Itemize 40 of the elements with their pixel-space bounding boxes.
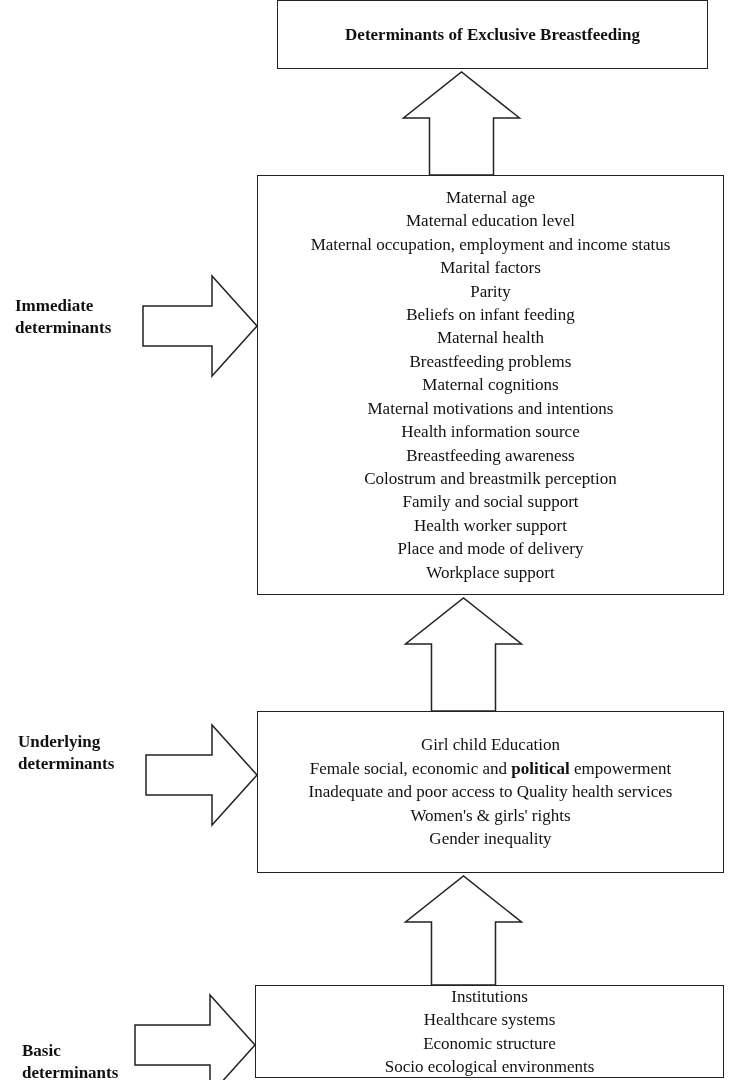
factor-text: Breastfeeding problems [409,350,572,373]
factor-text: Female social, economic and political empowerment [309,757,672,780]
block-arrow [145,723,258,827]
level-label: Immediate determinants [15,295,113,339]
factor-text: Beliefs on infant feeding [406,304,575,327]
factor-text: Maternal motivations and intentions [367,397,614,420]
block-arrow [142,274,258,378]
factor-text: Marital factors [440,257,541,280]
block-arrow [134,993,256,1080]
block-arrow [401,71,522,176]
factor-text: Inadequate and poor access to Quality health services [308,781,673,804]
block-arrow [403,597,524,712]
factor-box [257,175,724,595]
level-label: Underlying determinants [18,731,116,775]
factor-text: Place and mode of delivery [397,538,584,561]
factor-box [255,985,724,1078]
factor-text: Workplace support [426,561,555,584]
block-arrow [403,875,524,986]
factor-text: Health information source [401,421,580,444]
factor-text: Healthcare systems [423,1009,556,1032]
factor-box [257,711,724,873]
factor-text: Institutions [451,985,528,1008]
factor-text: Determinants of Exclusive Breastfeeding [345,23,640,46]
factor-text: Maternal occupation, employment and income status [310,233,671,256]
factor-text: Women's & girls' rights [410,804,571,827]
factor-text: Maternal cognitions [422,374,559,397]
title-box [277,0,708,69]
level-label: Basic determinants [22,1040,120,1080]
factor-text: Maternal education level [406,210,575,233]
factor-text: Health worker support [414,514,567,537]
factor-text: Family and social support [402,491,579,514]
factor-text: Girl child Education [421,734,560,757]
factor-text: Parity [470,280,511,303]
factor-text: Maternal age [445,187,536,210]
factor-text: Socio ecological environments [384,1055,595,1078]
factor-text: Economic structure [423,1032,556,1055]
factor-text: Gender inequality [429,828,552,851]
factor-text: Maternal health [436,327,545,350]
factor-text: Colostrum and breastmilk perception [364,467,617,490]
factor-text: Breastfeeding awareness [406,444,575,467]
